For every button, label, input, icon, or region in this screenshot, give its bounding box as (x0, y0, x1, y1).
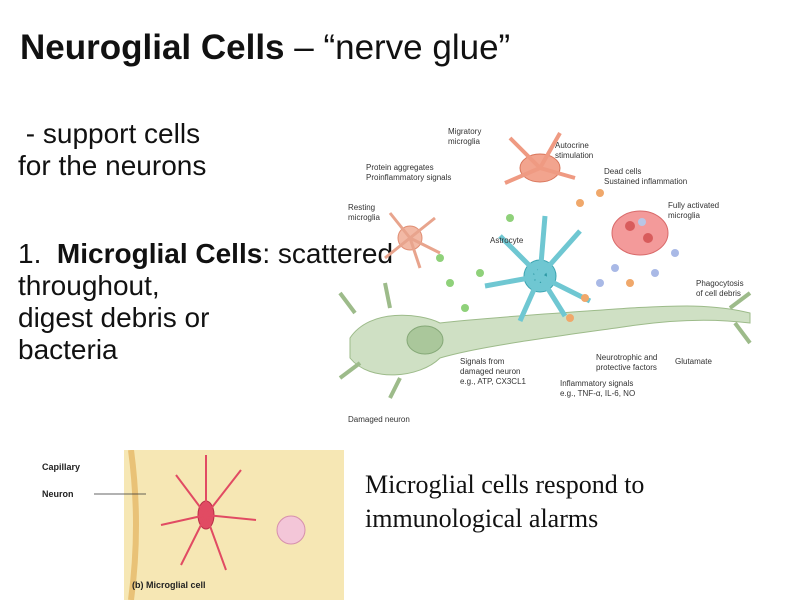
title-bold: Neuroglial Cells (20, 28, 285, 67)
microglial-cell-figure: Capillary Neuron (b) Microglial cell (42, 450, 344, 600)
support-line-2: for the neurons (18, 150, 207, 181)
label-stimulation: stimulation (555, 151, 593, 160)
title-rest: – “nerve glue” (284, 28, 511, 67)
diagram-labels: Migratory microglia Autocrine stimulatio… (348, 127, 744, 424)
label-fully: Fully activated (668, 201, 719, 210)
label-resting: Resting (348, 203, 375, 212)
slide-title: Neuroglial Cells – “nerve glue” (20, 28, 510, 68)
label-neurotrophic1: Neurotrophic and (596, 353, 657, 362)
label-phago2: of cell debris (696, 289, 741, 298)
activated-microglia (611, 210, 669, 256)
resting-microglia (384, 212, 441, 269)
label-signals3: e.g., ATP, CX3CL1 (460, 377, 527, 386)
microglia-activation-diagram: Migratory microglia Autocrine stimulatio… (338, 127, 752, 424)
microglial-item: 1. Microglial Cells: scattered throughou… (18, 238, 393, 366)
label-inflam1: Inflammatory signals (560, 379, 633, 388)
label-damaged: Damaged neuron (348, 415, 410, 424)
signal-dots (436, 189, 679, 322)
item-rest-4: bacteria (18, 334, 118, 365)
label-signals1: Signals from (460, 357, 505, 366)
label-inflam2: e.g., TNF-α, IL-6, NO (560, 389, 635, 398)
item-rest-3: digest debris or (18, 302, 210, 333)
label-neuron: Neuron (42, 489, 74, 499)
label-signals2: damaged neuron (460, 367, 521, 376)
label-migratory: Migratory (448, 127, 481, 136)
astrocyte (484, 215, 592, 323)
figure-caption: Microglial cells respond to immunologica… (365, 470, 645, 533)
neuron-cell (276, 515, 306, 545)
label-neurotrophic2: protective factors (596, 363, 657, 372)
label-phago1: Phagocytosis (696, 279, 744, 288)
label-resting-microglia: microglia (348, 213, 381, 222)
item-rest-1: : scattered (262, 238, 394, 269)
label-dead: Dead cells (604, 167, 641, 176)
label-astrocyte: Astrocyte (490, 236, 524, 245)
migratory-microglia (504, 132, 576, 185)
label-autocrine: Autocrine (555, 141, 589, 150)
label-glutamate: Glutamate (675, 357, 712, 366)
tissue-background (124, 450, 344, 600)
support-cells-text: - support cells for the neurons (18, 118, 206, 182)
label-protein: Protein aggregates (366, 163, 434, 172)
label-migratory-microglia: microglia (448, 137, 481, 146)
support-line-1: - support cells (18, 118, 201, 149)
item-bold: Microglial Cells (56, 238, 263, 269)
item-number: 1. (18, 238, 57, 269)
label-sustained: Sustained inflammation (604, 177, 687, 186)
label-microglial-cell: (b) Microglial cell (132, 580, 206, 590)
label-proinflam: Proinflammatory signals (366, 173, 451, 182)
item-rest-2: throughout, (18, 270, 160, 301)
label-fully-microglia: microglia (668, 211, 701, 220)
damaged-neuron (338, 282, 752, 399)
label-capillary: Capillary (42, 462, 80, 472)
